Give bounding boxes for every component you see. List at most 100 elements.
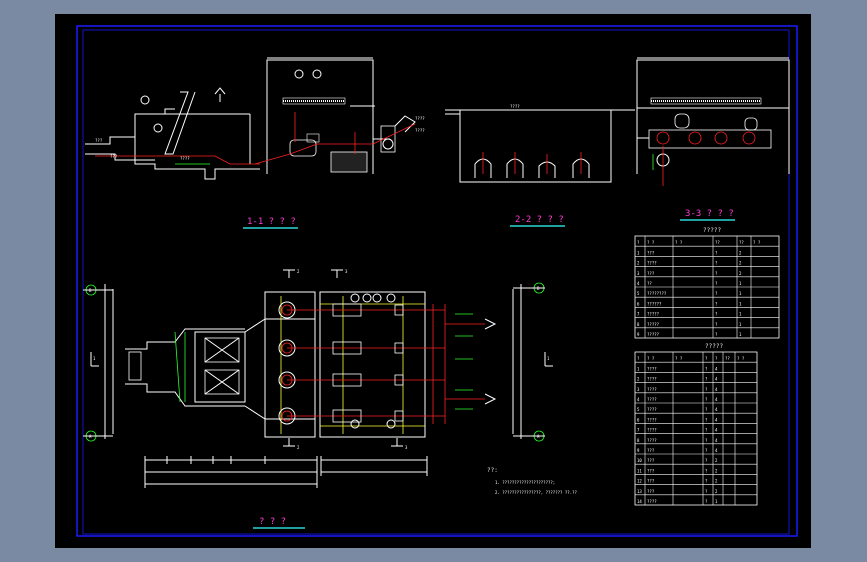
table-cell: 4 bbox=[715, 377, 718, 382]
table-cell: ? bbox=[715, 250, 718, 255]
table-cell: ? bbox=[715, 301, 718, 306]
table-cell: 4 bbox=[715, 448, 718, 453]
table-cell: 4 bbox=[715, 438, 718, 443]
section-3-3-drawing bbox=[636, 57, 790, 186]
table-cell: 1 bbox=[715, 499, 718, 504]
svg-text:????: ???? bbox=[415, 128, 425, 133]
table-cell: 4 bbox=[715, 417, 718, 422]
table-cell: 1 bbox=[739, 301, 742, 306]
table-cell: 2 bbox=[715, 479, 718, 484]
notes-line-1: 1. ?????????????????????; bbox=[495, 480, 555, 485]
table-header-cell: ? bbox=[637, 240, 640, 245]
table-header-cell: ? ? bbox=[675, 356, 683, 361]
table-cell: ? bbox=[705, 468, 708, 473]
drawing-sheet: ??? ??? ???? ???? ???? bbox=[55, 14, 811, 548]
table-cell: 4 bbox=[715, 407, 718, 412]
section-1-1-drawing: ??? ??? ???? bbox=[85, 87, 260, 180]
table-cell: 4 bbox=[715, 397, 718, 402]
cut-mark-1-left: 1 bbox=[93, 356, 96, 361]
table-cell: 12 bbox=[637, 479, 642, 484]
table-cell: ??? bbox=[647, 458, 655, 463]
section-1-1-title: 1-1 ? ? ? bbox=[247, 217, 296, 227]
plan-title: ? ? ? bbox=[259, 517, 286, 527]
outer-frame bbox=[76, 25, 798, 537]
plan-view: B A bbox=[83, 269, 553, 488]
table-header-cell: ? ? bbox=[675, 240, 683, 245]
table-cell: 2 bbox=[739, 261, 742, 266]
table-cell: ? bbox=[705, 407, 708, 412]
table-cell: 14 bbox=[637, 499, 642, 504]
table-cell: ???? bbox=[647, 261, 657, 266]
section-3-3-title: 3-3 ? ? ? bbox=[685, 209, 734, 219]
table-cell: 1 bbox=[739, 312, 742, 317]
table-cell: ? bbox=[705, 387, 708, 392]
table-cell: 10 bbox=[637, 458, 642, 463]
table-cell: ? bbox=[705, 428, 708, 433]
svg-text:????: ???? bbox=[510, 104, 520, 109]
table-header-cell: ? bbox=[715, 356, 718, 361]
table-cell: 1 bbox=[739, 332, 742, 337]
table-cell: ? bbox=[715, 271, 718, 276]
table-cell: ? bbox=[705, 448, 708, 453]
table-cell: ???? bbox=[647, 377, 657, 382]
table-cell: ? bbox=[705, 377, 708, 382]
table-cell: 4 bbox=[637, 397, 640, 402]
table-cell: ?? bbox=[647, 281, 652, 286]
table-header-cell: ?? bbox=[739, 240, 744, 245]
table-cell: ? bbox=[715, 261, 718, 266]
table-cell: ?????? bbox=[647, 301, 662, 306]
table-cell: ???????? bbox=[647, 291, 667, 296]
table-cell: 2 bbox=[715, 468, 718, 473]
table-header-cell: ? bbox=[637, 356, 640, 361]
table-cell: 1 bbox=[739, 322, 742, 327]
table-cell: ????? bbox=[647, 312, 660, 317]
table-cell: 4 bbox=[715, 428, 718, 433]
svg-text:???: ??? bbox=[110, 154, 118, 159]
table-cell: ????? bbox=[647, 332, 660, 337]
cut-mark-3-bot: 3 bbox=[405, 445, 408, 450]
table-cell: ??? bbox=[647, 250, 655, 255]
notes-line-2: 2. ????????????????, ??????? ??.?? bbox=[495, 490, 577, 495]
table-cell: ? bbox=[715, 322, 718, 327]
table-cell: ? bbox=[705, 397, 708, 402]
table-cell: 11 bbox=[637, 468, 642, 473]
section-2-2-drawing: ???? bbox=[445, 104, 635, 183]
equipment-table-1: ????? ?? ?? ?????? ?1????22?????23????24… bbox=[634, 227, 780, 339]
table-cell: 8 bbox=[637, 322, 640, 327]
table-cell: ? bbox=[705, 499, 708, 504]
table-header-cell: ? bbox=[705, 356, 708, 361]
table-cell: 9 bbox=[637, 448, 640, 453]
table-cell: ? bbox=[705, 458, 708, 463]
table-cell: ???? bbox=[647, 387, 657, 392]
notes: ??: 1. ?????????????????????; 2. ???????… bbox=[487, 467, 577, 495]
table-cell: 2 bbox=[715, 489, 718, 494]
table-cell: 3 bbox=[637, 387, 640, 392]
table-cell: ? bbox=[705, 438, 708, 443]
section-1-1-building: ???? ???? bbox=[254, 57, 425, 174]
svg-text:???: ??? bbox=[95, 138, 103, 143]
equipment-table-2: ????? ?? ?? ?????? ?1?????42?????43?????… bbox=[634, 343, 758, 506]
table-cell: 6 bbox=[637, 417, 640, 422]
table-header-cell: ? ? bbox=[647, 356, 655, 361]
table-cell: ??? bbox=[647, 468, 655, 473]
table-cell: ??? bbox=[647, 448, 655, 453]
table-cell: ? bbox=[705, 489, 708, 494]
table-cell: ???? bbox=[647, 438, 657, 443]
table-cell: ???? bbox=[647, 499, 657, 504]
cut-mark-2-top: 2 bbox=[297, 269, 300, 274]
table-header-cell: ? ? bbox=[647, 240, 655, 245]
table-cell: 1 bbox=[637, 250, 640, 255]
table-header-cell: ?? bbox=[715, 240, 720, 245]
table-cell: 8 bbox=[637, 438, 640, 443]
table-cell: 2 bbox=[637, 261, 640, 266]
table-cell: ???? bbox=[647, 428, 657, 433]
table-cell: ? bbox=[715, 291, 718, 296]
notes-heading: ??: bbox=[487, 467, 498, 474]
table-header-cell: ?? bbox=[725, 356, 730, 361]
table-cell: 13 bbox=[637, 489, 642, 494]
table-cell: 5 bbox=[637, 407, 640, 412]
section-2-2-title: 2-2 ? ? ? bbox=[515, 215, 564, 225]
table-cell: 5 bbox=[637, 291, 640, 296]
table-cell: 2 bbox=[739, 271, 742, 276]
table-cell: 7 bbox=[637, 312, 640, 317]
